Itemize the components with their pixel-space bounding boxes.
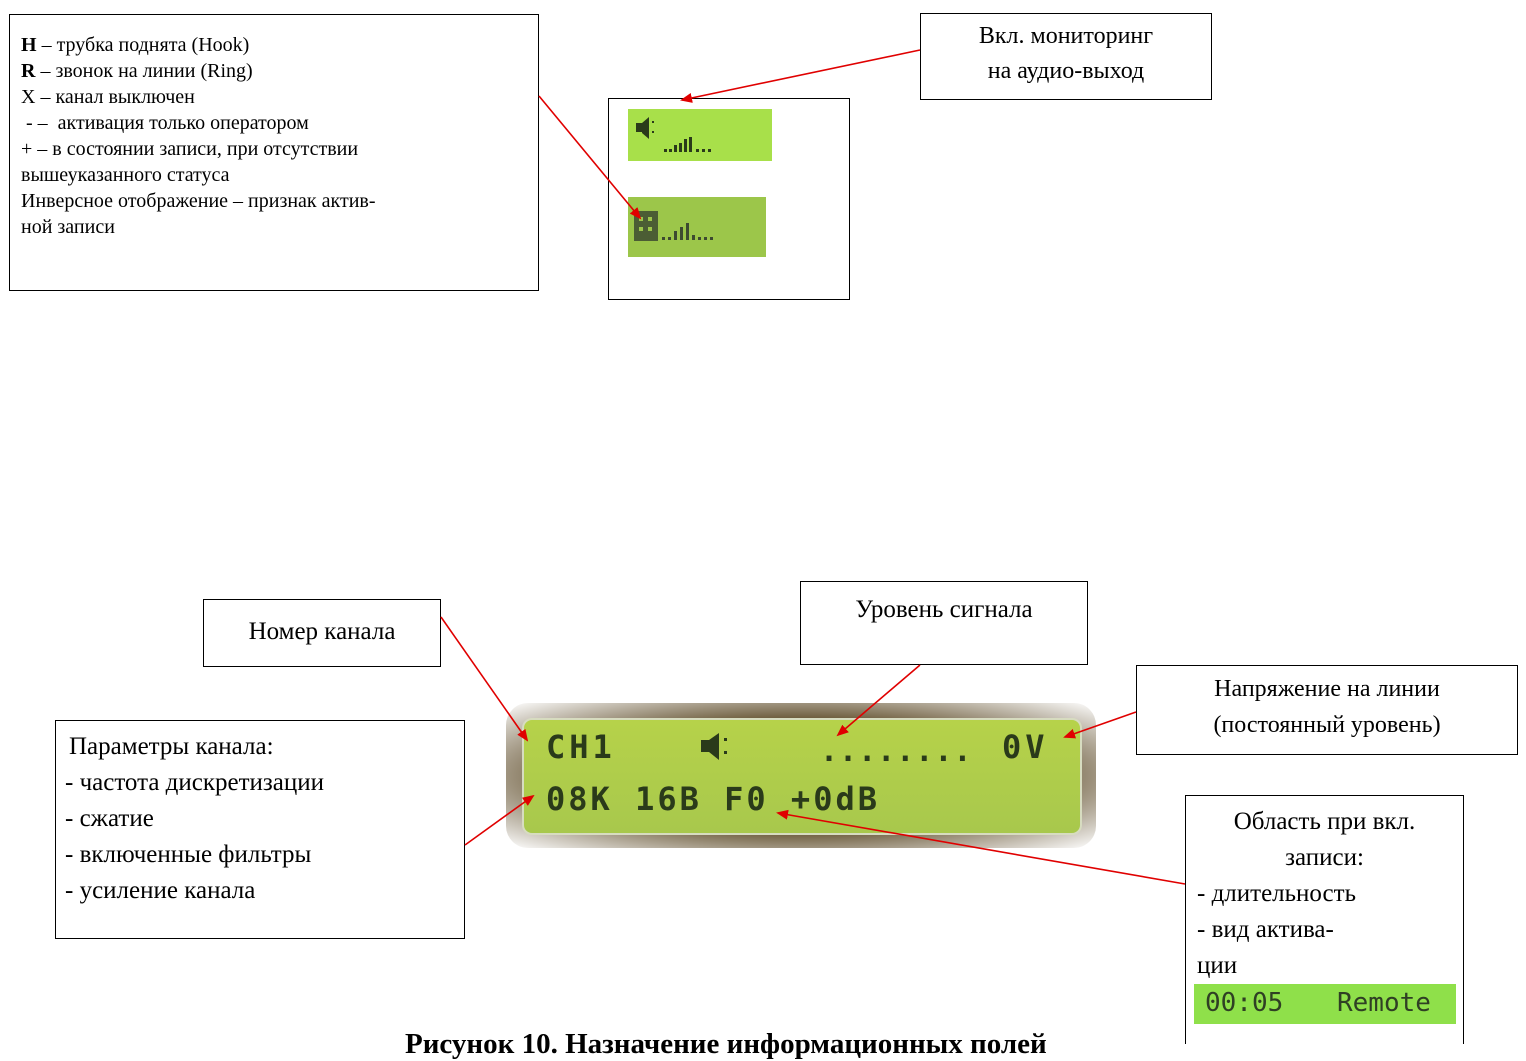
signal-level-label: Уровень сигнала	[855, 596, 1033, 623]
lcd-monitor-glyphs	[636, 117, 711, 152]
legend-line-operator: - – активация только оператором	[21, 112, 309, 134]
channel-params-item-gain: - усиление канала	[65, 877, 256, 904]
arrow-record-area	[776, 809, 1186, 885]
legend-line-recording: + – в состоянии записи, при отсутствии	[21, 138, 359, 160]
channel-params-item-compression: - сжатие	[65, 805, 154, 832]
line-voltage-line1: Напряжение на линии	[1214, 676, 1440, 702]
channel-number-label: Номер канала	[248, 618, 396, 645]
arrow-legend	[538, 95, 642, 220]
record-area-line1: Область при вкл.	[1233, 808, 1416, 835]
legend-line-off: X – канал выключен	[21, 86, 195, 108]
channel-params-item-rate: - частота дискретизации	[65, 769, 325, 796]
record-area-line5: ции	[1197, 952, 1238, 979]
lcd-channel-number: CH1	[546, 728, 616, 766]
lcd-main-screen: CH1 ........ 0V 08K 16B F0 +0dB	[522, 718, 1082, 835]
lcd-examples-box	[608, 98, 850, 300]
record-area-callout: Область при вкл. записи: - длительность …	[1185, 795, 1464, 1044]
monitor-callout: Вкл. мониторинг на аудио-выход	[920, 13, 1212, 100]
legend-line-hook: H – трубка поднята (Hook)	[21, 34, 250, 56]
record-area-line2: записи:	[1285, 844, 1364, 871]
legend-line-ring: R – звонок на линии (Ring)	[21, 60, 253, 82]
channel-number-callout: Номер канала	[203, 599, 441, 667]
monitor-callout-line1: Вкл. мониторинг	[978, 23, 1154, 49]
lcd-monitor-example	[628, 109, 772, 161]
legend-line-inverse-cont: ной записи	[21, 216, 115, 238]
arrow-line-voltage	[1063, 711, 1137, 739]
channel-params-callout: Параметры канала: - частота дискретизаци…	[55, 720, 465, 939]
arrow-channel-params	[464, 794, 535, 846]
arrow-monitor	[680, 49, 921, 103]
lcd-record-mode: Remote	[1337, 988, 1431, 1018]
lcd-inverse-example	[628, 197, 766, 257]
legend-line-inverse: Инверсное отображение – признак актив-	[21, 190, 376, 212]
lcd-line-voltage: 0V	[1002, 728, 1049, 766]
lcd-channel-params: 08K 16B F0 +0dB	[546, 780, 880, 818]
line-voltage-callout: Напряжение на линии (постоянный уровень)	[1136, 665, 1518, 755]
arrow-channel-number	[440, 616, 529, 742]
status-legend-box: H – трубка поднята (Hook) R – звонок на …	[9, 14, 539, 291]
record-area-line4: - вид актива-	[1197, 916, 1334, 943]
legend-list: H – трубка поднята (Hook) R – звонок на …	[21, 32, 376, 240]
line-voltage-line2: (постоянный уровень)	[1213, 712, 1441, 738]
arrow-signal-level	[836, 664, 921, 737]
legend-line-recording-cont: вышеуказанного статуса	[21, 164, 230, 186]
lcd-signal-level: ........	[820, 734, 973, 769]
lcd-record-time: 00:05	[1205, 988, 1284, 1018]
monitor-callout-line2: на аудио-выход	[987, 58, 1145, 84]
channel-params-title: Параметры канала:	[69, 733, 274, 760]
channel-params-item-filters: - включенные фильтры	[65, 841, 312, 868]
record-area-line3: - длительность	[1197, 880, 1356, 907]
signal-level-callout: Уровень сигнала	[800, 581, 1088, 665]
speaker-icon	[699, 732, 743, 767]
lcd-record-example: 00:05 Remote	[1194, 984, 1456, 1024]
